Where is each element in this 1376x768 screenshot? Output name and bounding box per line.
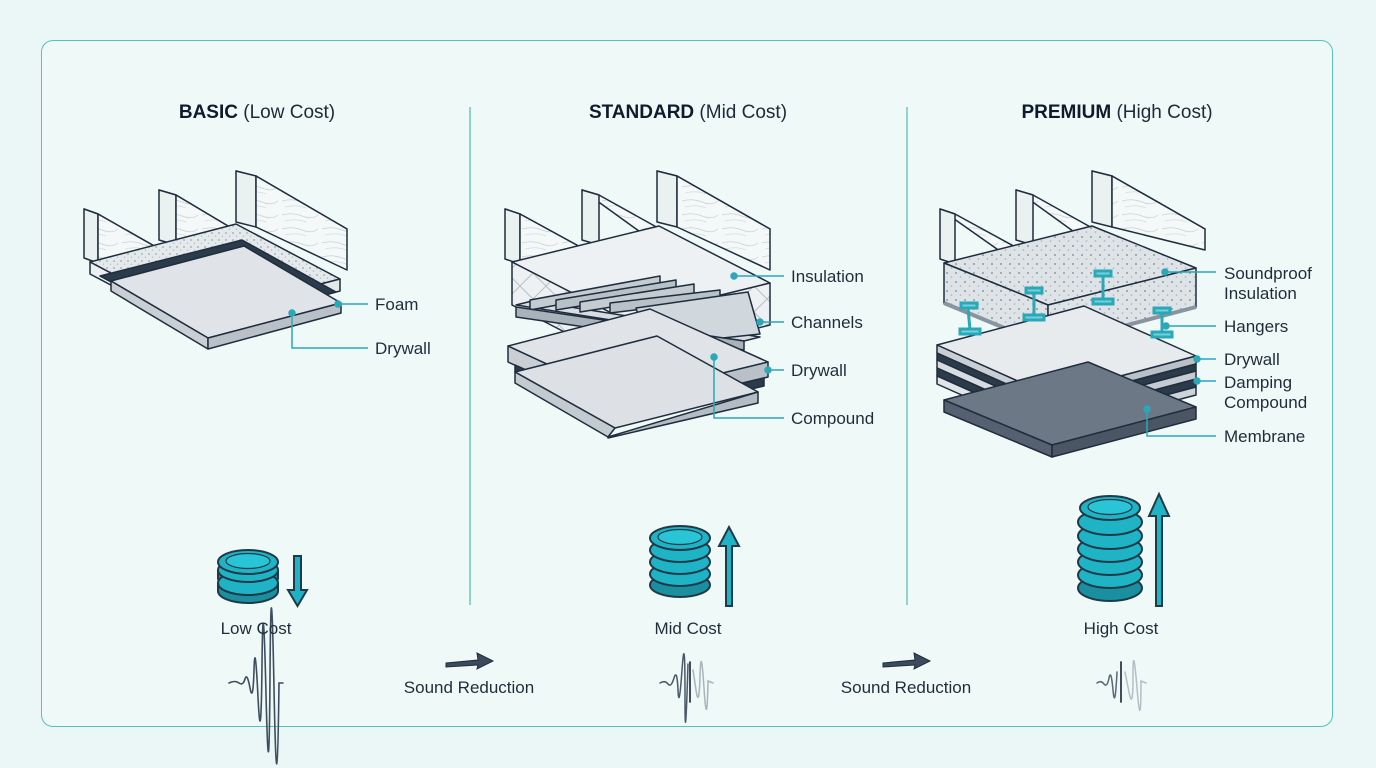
sound-reduction-label-2: Sound Reduction — [840, 678, 972, 697]
transition-arrows — [445, 652, 932, 670]
arrow-right-icon — [445, 652, 495, 670]
hanger-icon — [958, 301, 982, 336]
sound-waves — [228, 607, 1147, 765]
premium-hangers — [958, 269, 1174, 339]
tier-title-standard: STANDARD (Mid Cost) — [488, 102, 888, 124]
layer-label-drywall: Drywall — [1224, 350, 1280, 369]
sound-wave-icon — [659, 653, 714, 723]
coin-stack-icon — [649, 525, 711, 598]
coin-stack-icon — [1077, 495, 1143, 602]
column-divider-1 — [469, 107, 471, 605]
hanger-icon — [1022, 286, 1046, 322]
hanger-icon — [1150, 306, 1174, 339]
arrow-up-icon — [717, 524, 741, 607]
cost-indicators — [217, 491, 1171, 608]
layer-label-damping: Damping — [1224, 373, 1293, 392]
leader-lines — [288, 268, 1216, 437]
tier-name: STANDARD — [588, 102, 695, 123]
premium-ceiling-assembly — [936, 170, 1206, 458]
column-divider-2 — [906, 107, 908, 605]
layer-label-drywall: Drywall — [791, 361, 847, 380]
hanger-icon — [1091, 269, 1115, 306]
layer-label-compound: Compound — [791, 409, 875, 428]
sound-reduction-label-1: Sound Reduction — [403, 678, 535, 697]
layer-label-hangers: Hangers — [1224, 317, 1289, 336]
layer-label-insulation: Insulation — [1224, 284, 1297, 303]
tier-name: PREMIUM — [1021, 102, 1112, 123]
arrow-right-icon — [882, 652, 932, 670]
cost-caption-premium: High Cost — [1083, 619, 1159, 638]
tier-name: BASIC — [178, 102, 238, 123]
layer-label-soundproof: Soundproof — [1224, 264, 1312, 283]
layer-label-foam: Foam — [375, 295, 419, 314]
basic-ceiling-assembly — [83, 170, 348, 350]
coin-stack-icon — [217, 549, 279, 604]
arrow-down-icon — [286, 555, 309, 608]
sound-wave-icon — [1096, 660, 1147, 712]
tier-title-premium: PREMIUM (High Cost) — [917, 102, 1317, 124]
tier-cost-level: (Mid Cost) — [699, 102, 788, 123]
cost-caption-basic: Low Cost — [220, 619, 292, 638]
layer-label-compound: Compound — [1224, 393, 1308, 412]
layer-label-membrane: Membrane — [1224, 427, 1306, 446]
standard-ceiling-assembly — [504, 170, 771, 439]
arrow-up-icon — [1147, 491, 1171, 607]
tier-title-basic: BASIC (Low Cost) — [57, 102, 457, 124]
cost-caption-standard: Mid Cost — [654, 619, 722, 638]
tier-cost-level: (Low Cost) — [243, 102, 336, 123]
layer-label-channels: Channels — [791, 313, 863, 332]
layer-label-drywall: Drywall — [375, 339, 431, 358]
sound-wave-icon — [228, 607, 284, 765]
tier-cost-level: (High Cost) — [1116, 102, 1213, 123]
layer-label-insulation: Insulation — [791, 267, 864, 286]
